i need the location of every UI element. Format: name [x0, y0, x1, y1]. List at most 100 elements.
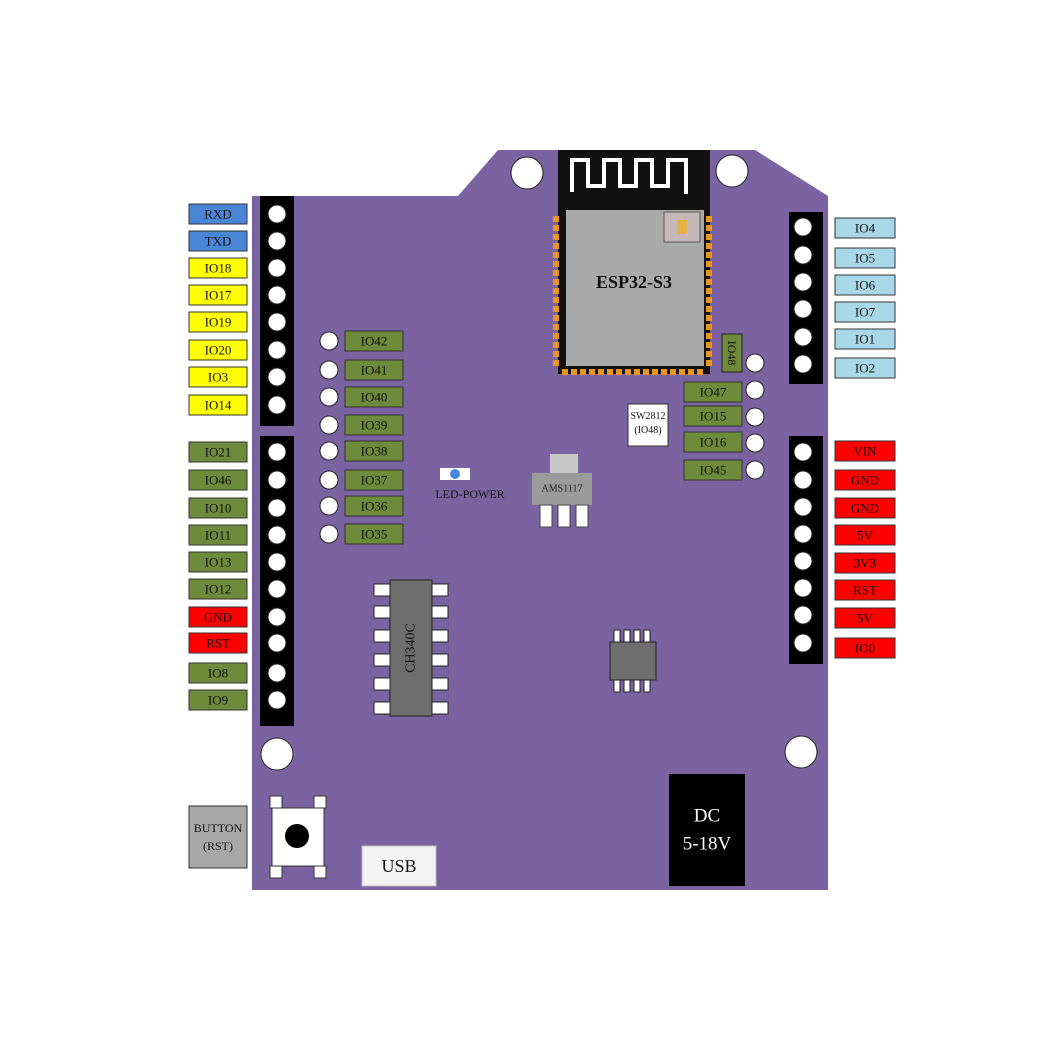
right-inner-pin-label-box-2	[683, 431, 743, 453]
right-inner-pin-label-box-3	[683, 459, 743, 481]
module-pad	[634, 369, 640, 375]
module-pad	[553, 315, 559, 321]
right-top-pin-label-io2: IO2	[855, 361, 875, 376]
left-top-pin-label-box-1	[188, 230, 248, 252]
left-top-pin-hole-txd-1	[267, 231, 287, 251]
regulator-label: AMS1117	[542, 484, 583, 495]
module-pad	[553, 306, 559, 312]
module-pad	[661, 369, 667, 375]
right-top-pin-hole-io6-2	[793, 272, 813, 292]
left-top-pin-label-io17: IO17	[205, 288, 232, 303]
module-pad	[706, 279, 712, 285]
module-pad	[553, 261, 559, 267]
module-pad	[643, 369, 649, 375]
right-bottom-pin-label-io0: IO0	[855, 641, 875, 656]
right-inner-pin-label-io47: IO47	[700, 385, 727, 400]
left-top-pin-hole-io18-2	[267, 258, 287, 278]
module-pad	[697, 369, 703, 375]
right-bottom-pin-hole-vin-0	[793, 442, 813, 462]
mounting-hole	[715, 154, 749, 188]
module-pad	[670, 369, 676, 375]
module-pad	[553, 351, 559, 357]
right-top-pin-hole-io1-4	[793, 327, 813, 347]
module-pad	[553, 333, 559, 339]
left-top-pin-label-txd: TXD	[205, 234, 232, 249]
ch340c-pin	[373, 605, 391, 619]
module-pad	[553, 216, 559, 222]
module-pad	[553, 225, 559, 231]
left-bottom-pin-label-box-4	[188, 551, 248, 573]
left-bottom-pin-label-box-7	[188, 632, 248, 654]
right-bottom-pin-label-box-4	[834, 552, 896, 574]
module-pad	[571, 369, 577, 375]
module-pad	[625, 369, 631, 375]
right-bottom-pin-label-5v: 5V	[857, 528, 874, 543]
left-bottom-pin-label-gnd: GND	[204, 610, 232, 625]
left-bottom-pin-label-io12: IO12	[205, 582, 232, 597]
power-led: LED-POWER	[435, 468, 505, 501]
left-top-pin-label-box-6	[188, 366, 248, 388]
left-bottom-pin-label-io13: IO13	[205, 555, 232, 570]
ch340c-pin	[373, 653, 391, 667]
ch340c-pin	[431, 605, 449, 619]
left-bottom-pin-label-box-1	[188, 469, 248, 491]
right-bottom-pin-label-gnd: GND	[851, 501, 879, 516]
ch340c-pin	[373, 701, 391, 715]
ch340c-pin	[431, 629, 449, 643]
right-top-pin-label-io1: IO1	[855, 332, 875, 347]
left-top-pin-label-io18: IO18	[205, 261, 232, 276]
right-bottom-pin-hole-5v-6	[793, 605, 813, 625]
left-top-pin-hole-io19-4	[267, 312, 287, 332]
dc-label-line1: DC	[694, 806, 720, 827]
module-pad	[553, 270, 559, 276]
left-top-pin-label-box-4	[188, 311, 248, 333]
right-bottom-pin-label-box-0	[834, 440, 896, 462]
inner-pin-label-io40: IO40	[361, 390, 388, 405]
ch340c-pin	[373, 583, 391, 597]
left-bottom-pin-hole-io21-0	[267, 442, 287, 462]
reset-button[interactable]	[269, 795, 327, 879]
left-top-pin-label-io3: IO3	[208, 370, 228, 385]
right-bottom-pin-hole-rst-5	[793, 578, 813, 598]
module-pad	[553, 324, 559, 330]
left-top-pin-label-box-7	[188, 394, 248, 416]
button-rst-label: BUTTON (RST)	[188, 805, 248, 869]
inner-pin-label-box-6	[344, 495, 404, 517]
left-bottom-pin-hole-io12-5	[267, 579, 287, 599]
inner-pin-label-box-4	[344, 440, 404, 462]
left-bottom-pin-hole-io8-8	[267, 663, 287, 683]
right-top-pin-hole-io7-3	[793, 299, 813, 319]
module-pad	[706, 333, 712, 339]
right-top-pin-label-io5: IO5	[855, 251, 875, 266]
module-pad	[706, 324, 712, 330]
left-bottom-pin-label-box-5	[188, 578, 248, 600]
right-top-pin-hole-io2-5	[793, 354, 813, 374]
right-inner-pin-hole-io16-2	[745, 433, 765, 453]
ams1117-regulator: AMS1117	[532, 454, 592, 528]
right-bottom-pin-label-vin: VIN	[853, 444, 877, 459]
usb-label: USB	[381, 856, 416, 876]
inner-pin-label-io39: IO39	[361, 418, 388, 433]
right-top-pin-label-box-3	[834, 301, 896, 323]
left-top-pin-label-box-3	[188, 284, 248, 306]
right-bottom-pin-label-box-6	[834, 607, 896, 629]
mounting-hole	[784, 735, 818, 769]
module-pad	[553, 243, 559, 249]
inner-pin-label-io37: IO37	[361, 473, 388, 488]
inner-pin-label-box-1	[344, 359, 404, 381]
left-bottom-pin-label-box-6	[188, 606, 248, 628]
io48-label: IO48	[721, 333, 743, 373]
inner-pin-label-box-2	[344, 386, 404, 408]
right-bottom-pin-hole-gnd-1	[793, 470, 813, 490]
inner-pin-hole-io42-0	[319, 331, 339, 351]
button-label-line1: BUTTON	[194, 821, 243, 835]
sw2812-line1: SW2812	[631, 411, 666, 422]
inner-pin-hole-io40-2	[319, 387, 339, 407]
inner-pin-label-io42: IO42	[361, 334, 388, 349]
left-bottom-pin-label-io9: IO9	[208, 693, 228, 708]
right-bottom-pin-label-box-3	[834, 524, 896, 546]
left-bottom-pin-label-box-9	[188, 689, 248, 711]
left-bottom-pin-label-io46: IO46	[205, 473, 232, 488]
module-pad	[553, 342, 559, 348]
inner-pin-label-io38: IO38	[361, 444, 388, 459]
